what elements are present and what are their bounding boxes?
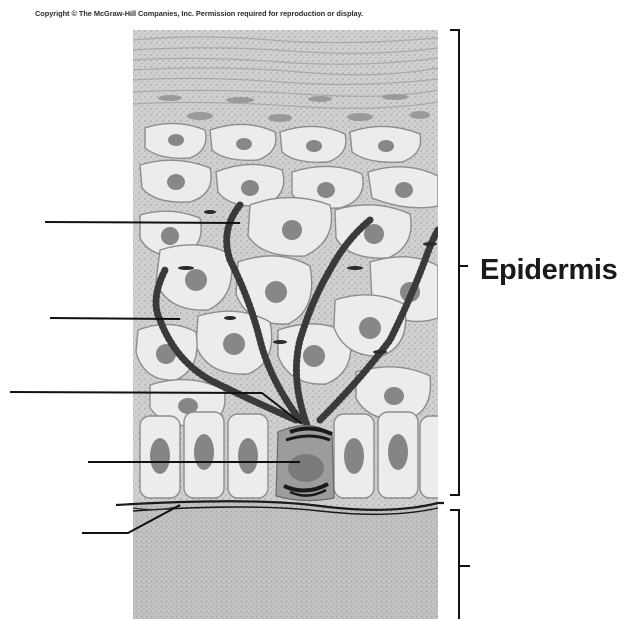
epidermis-bracket bbox=[450, 30, 468, 495]
dermis-bracket bbox=[450, 510, 470, 619]
melanocyte bbox=[276, 425, 334, 500]
leader-line-1 bbox=[45, 222, 240, 223]
leader-line-2 bbox=[50, 318, 180, 319]
dermis bbox=[133, 502, 438, 619]
epidermis-label: Epidermis bbox=[480, 254, 618, 287]
